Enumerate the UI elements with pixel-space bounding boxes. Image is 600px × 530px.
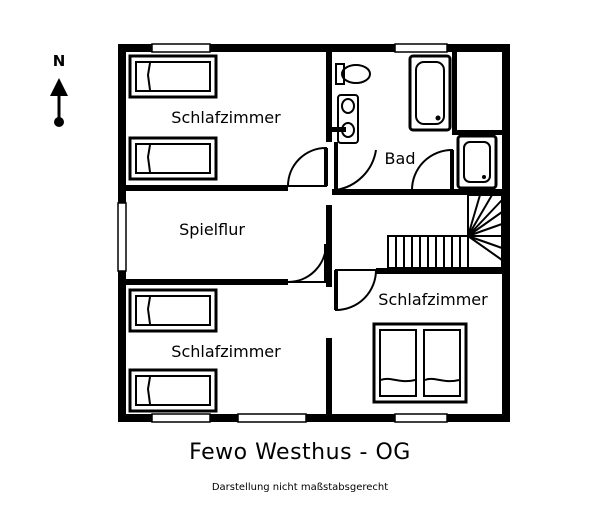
plan-title: Fewo Westhus - OG: [189, 440, 411, 465]
staircase: [387, 194, 503, 269]
windows: [117, 43, 448, 423]
room-label-bathroom: Bad: [385, 149, 416, 168]
toilet: [335, 63, 371, 85]
room-label-hall: Spielflur: [179, 220, 245, 239]
bed-bottom-1: [128, 288, 218, 333]
plan-subtitle: Darstellung nicht maßstabsgerecht: [211, 482, 389, 493]
north-arrow: N: [50, 52, 68, 127]
doors: [287, 142, 454, 312]
bathtub: [408, 54, 452, 132]
interior-walls: [126, 52, 502, 414]
north-arrow-base-icon: [54, 117, 64, 127]
room-label-bedroom-bottom-right: Schlafzimmer: [378, 290, 488, 309]
bed-top-2: [128, 136, 218, 181]
bed-bottom-2: [128, 368, 218, 413]
bed-top-1: [128, 54, 218, 99]
room-label-bedroom-bottom-left: Schlafzimmer: [171, 342, 281, 361]
shower: [456, 134, 498, 190]
double-bed: [372, 322, 468, 404]
north-arrow-head-icon: [50, 78, 68, 96]
north-label: N: [53, 52, 66, 70]
sink: [337, 94, 359, 144]
room-label-bedroom-top-left: Schlafzimmer: [171, 108, 281, 127]
